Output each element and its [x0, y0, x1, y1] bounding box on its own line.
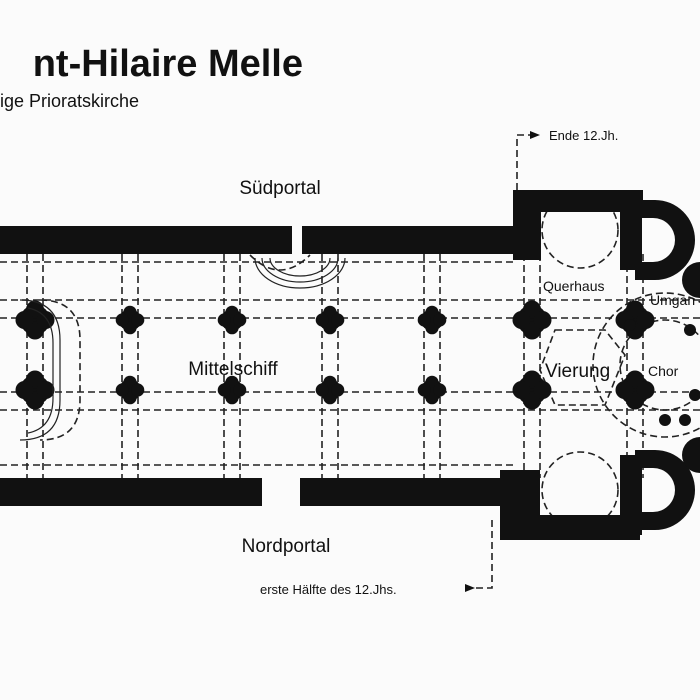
pier	[417, 305, 447, 335]
pier	[315, 375, 345, 405]
late-phase-arrowhead	[530, 131, 540, 139]
early-phase-marker	[475, 520, 493, 589]
ambulatory-column	[679, 414, 691, 426]
ambulatory-column	[684, 324, 696, 336]
label-north-portal: Nordportal	[242, 536, 331, 557]
pier	[615, 300, 655, 340]
walls	[0, 190, 700, 540]
pier	[115, 305, 145, 335]
pier	[115, 375, 145, 405]
pier	[217, 305, 247, 335]
ambulatory-column	[689, 389, 700, 401]
ambulatory-column	[624, 319, 636, 331]
pier	[512, 370, 552, 410]
pier	[15, 370, 55, 410]
portal-steps	[19, 257, 346, 441]
pier	[315, 305, 345, 335]
annotation-early: erste Hälfte des 12.Jhs.	[260, 582, 397, 597]
label-choir: Chor	[648, 363, 679, 379]
late-phase-marker	[516, 134, 530, 190]
label-transept: Querhaus	[543, 278, 604, 294]
piers	[15, 300, 700, 426]
subtitle: ige Prioratskirche	[0, 91, 139, 111]
pier	[217, 375, 247, 405]
pier	[15, 300, 55, 340]
pier	[417, 375, 447, 405]
annotation-late: Ende 12.Jh.	[549, 128, 618, 143]
label-ambulatory: Umgan	[650, 292, 695, 308]
ambulatory-column	[659, 414, 671, 426]
early-phase-arrowhead	[465, 584, 475, 592]
title: nt-Hilaire Melle	[33, 43, 303, 85]
label-nave: Mittelschiff	[188, 359, 278, 380]
label-south-portal: Südportal	[239, 178, 320, 199]
label-crossing: Vierung	[545, 361, 610, 382]
pier	[615, 370, 655, 410]
pier	[512, 300, 552, 340]
